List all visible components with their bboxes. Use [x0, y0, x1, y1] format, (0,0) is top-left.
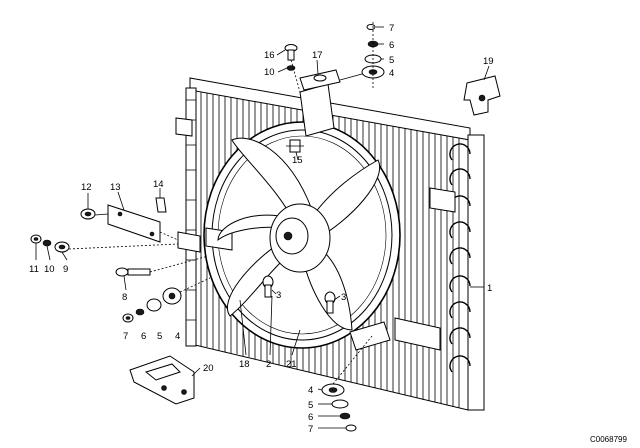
washer-10-top: [286, 65, 296, 71]
callout-19: 19: [483, 56, 494, 67]
washer-6-bottom: [339, 412, 351, 420]
callout-6-top: 6: [389, 40, 394, 51]
callout-10-top: 10: [264, 67, 275, 78]
callout-5-bottom: 5: [308, 400, 313, 411]
bolt-8: [115, 267, 151, 277]
callout-8: 8: [122, 292, 127, 303]
radiator-right-tank: [467, 134, 485, 411]
callout-4-top: 4: [389, 68, 394, 79]
callout-6-bottom: 6: [308, 412, 313, 423]
callout-6-left: 6: [141, 331, 146, 342]
callout-7-bottom: 7: [308, 424, 313, 435]
callout-7-left: 7: [123, 331, 128, 342]
radiator-left-channel: [185, 87, 197, 347]
top-bracket-17: [299, 69, 363, 91]
nut-7-top: [366, 24, 376, 30]
callout-1: 1: [487, 283, 492, 294]
callout-20: 20: [203, 363, 214, 374]
image-code: C0068799: [590, 435, 627, 444]
right-upper-bracket: [429, 187, 456, 213]
callout-12: 12: [81, 182, 92, 193]
shroud-top-mount: [299, 83, 335, 137]
fan-blade-5: [217, 214, 291, 242]
clip-14: [155, 197, 167, 213]
nut-11: [30, 234, 42, 244]
shroud-bottom-mount: [349, 321, 391, 351]
rubber-mount-4-left: [162, 287, 182, 305]
callout-5-top: 5: [389, 55, 394, 66]
leader-lines: [35, 26, 490, 429]
callout-18: 18: [239, 359, 250, 370]
top-fastener-stack: [361, 22, 385, 90]
callout-13: 13: [110, 182, 121, 193]
callout-4-bottom: 4: [308, 385, 313, 396]
left-lower-tab: [177, 231, 201, 253]
bracket-20: [129, 355, 195, 405]
callout-4-left: 4: [175, 331, 180, 342]
callout-7-top: 7: [389, 23, 394, 34]
top-bolt-16: [284, 44, 301, 93]
washer-10-left: [42, 239, 52, 247]
callout-15: 15: [292, 155, 303, 166]
fan-impeller: [217, 137, 381, 331]
fan-hub-nut: [283, 231, 293, 241]
callout-3-b: 3: [341, 292, 346, 303]
washer-5-left: [146, 298, 162, 312]
shroud-screw-right: [324, 291, 336, 314]
nut-7-left: [122, 313, 134, 323]
callout-9: 9: [63, 264, 68, 275]
callout-14: 14: [153, 179, 164, 190]
left-upper-tab: [175, 117, 193, 137]
right-lower-bracket: [394, 317, 441, 351]
callout-labels: 7 6 5 4 16 17 10 19 15 12 13 14 11 10 9 …: [29, 23, 494, 435]
fan-blade-2: [309, 159, 381, 239]
callout-16: 16: [264, 50, 275, 61]
callout-10-left: 10: [44, 264, 55, 275]
callout-3-a: 3: [276, 290, 281, 301]
callout-11: 11: [29, 264, 39, 275]
nut-12: [80, 208, 96, 220]
rubber-mount-9: [54, 241, 70, 253]
bracket-19: [463, 75, 501, 116]
callout-2: 2: [266, 359, 271, 370]
washer-5-bottom: [331, 399, 349, 409]
clip-15: [286, 139, 304, 153]
washer-6-left: [135, 308, 145, 316]
left-bracket-13: [107, 204, 161, 243]
shroud-screw-left: [262, 275, 274, 298]
callout-17: 17: [312, 50, 323, 61]
fan-blade-1: [231, 137, 313, 227]
callout-5-left: 5: [157, 331, 162, 342]
callout-21: 21: [286, 359, 297, 370]
nut-7-bottom: [345, 424, 357, 432]
